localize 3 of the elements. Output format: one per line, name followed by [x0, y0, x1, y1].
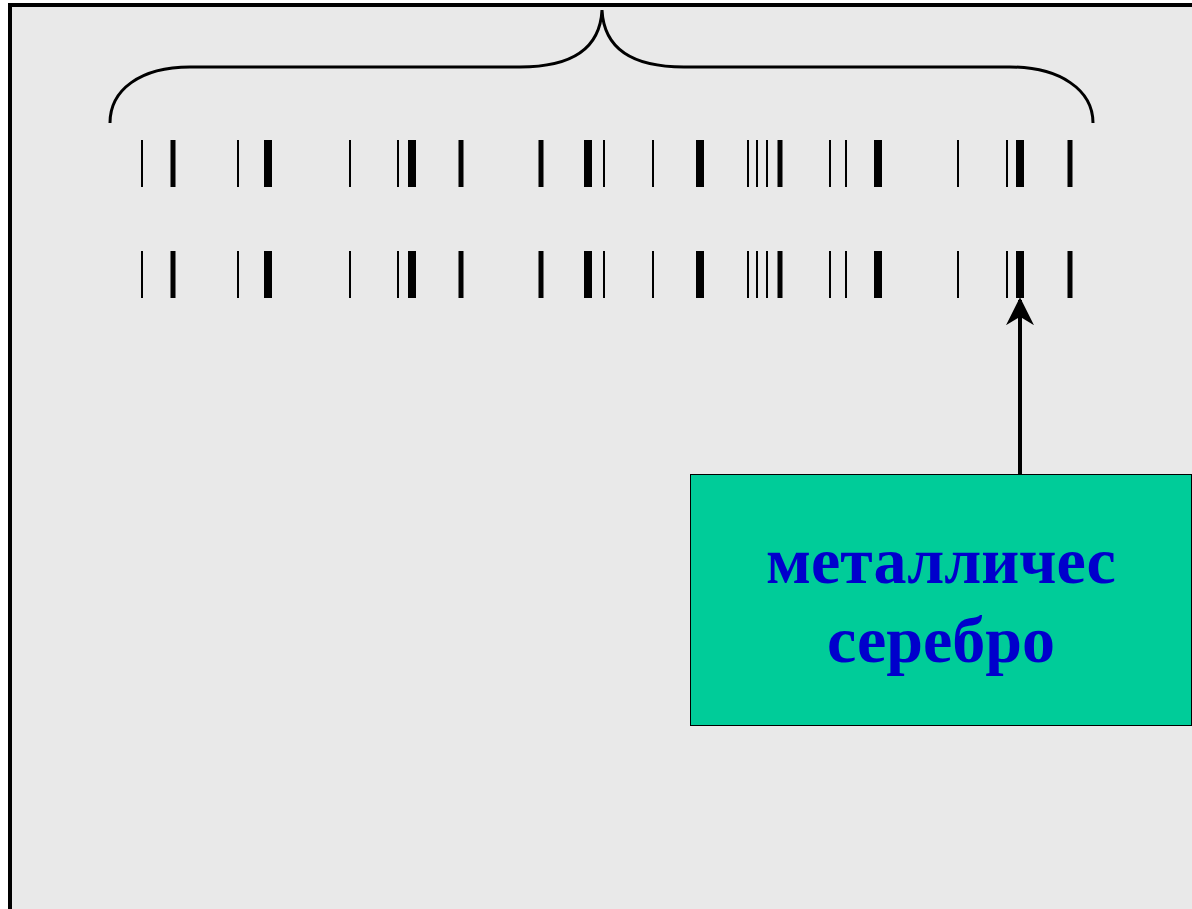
label-text: металличес серебро — [765, 522, 1117, 678]
label-box — [690, 474, 1192, 726]
arrow — [1006, 297, 1034, 474]
